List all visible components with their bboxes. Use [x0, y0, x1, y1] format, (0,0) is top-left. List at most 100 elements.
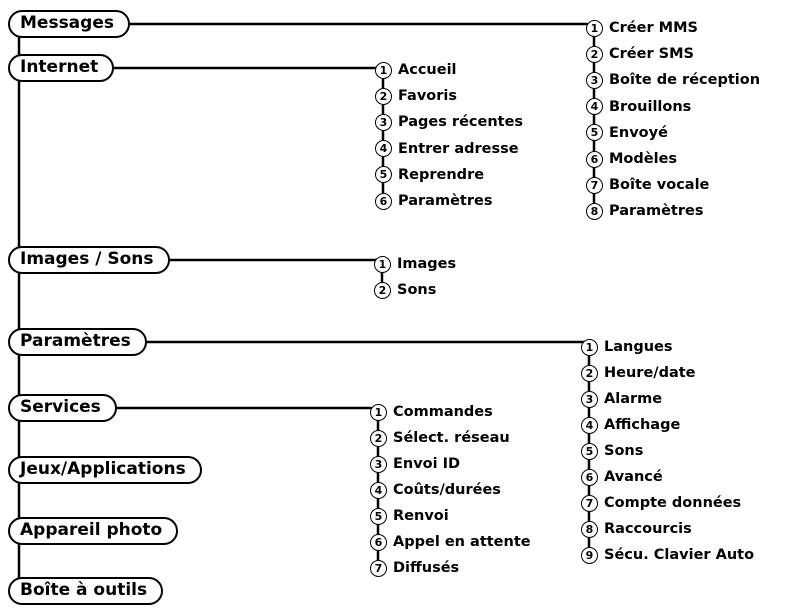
- menu-internet: Internet: [8, 54, 115, 82]
- item-number-badge: 2: [581, 364, 598, 382]
- submenu-item-label: Sécu. Clavier Auto: [604, 547, 755, 563]
- submenu-item-parametres-4: 4 Affichage: [581, 415, 680, 435]
- item-number-badge: 9: [581, 546, 598, 564]
- item-number-badge: 4: [370, 481, 387, 499]
- item-number-badge: 3: [581, 390, 598, 408]
- submenu-item-label: Pages récentes: [398, 114, 524, 131]
- submenu-item-parametres-6: 6 Avancé: [581, 467, 663, 487]
- submenu-item-label: Paramètres: [609, 203, 704, 220]
- item-number-badge: 1: [586, 19, 603, 37]
- item-number-badge: 1: [374, 255, 391, 273]
- submenu-item-services-1: 1 Commandes: [370, 402, 493, 422]
- submenu-item-services-4: 4 Coûts/durées: [370, 480, 501, 500]
- menu-images-sons: Images / Sons: [8, 246, 170, 274]
- submenu-item-internet-1: 1 Accueil: [375, 60, 457, 80]
- submenu-item-label: Raccourcis: [604, 521, 692, 537]
- submenu-item-internet-5: 5 Reprendre: [375, 165, 484, 185]
- submenu-item-label: Langues: [604, 339, 673, 355]
- submenu-item-label: Créer MMS: [609, 20, 698, 36]
- submenu-item-parametres-5: 5 Sons: [581, 441, 643, 461]
- item-number-badge: 7: [370, 559, 387, 577]
- submenu-item-label: Coûts/durées: [393, 482, 501, 498]
- submenu-item-internet-6: 6 Paramètres: [375, 191, 492, 211]
- item-number-badge: 5: [581, 442, 598, 460]
- menu-parametres: Paramètres: [8, 328, 147, 356]
- submenu-item-internet-4: 4 Entrer adresse: [375, 139, 519, 159]
- submenu-item-parametres-3: 3 Alarme: [581, 389, 662, 409]
- submenu-item-label: Reprendre: [398, 166, 485, 183]
- submenu-item-parametres-8: 8 Raccourcis: [581, 519, 692, 539]
- item-number-badge: 2: [374, 281, 391, 299]
- submenu-item-label: Accueil: [398, 62, 457, 78]
- item-number-badge: 5: [370, 507, 387, 525]
- menu-jeux-applications: Jeux/Applications: [8, 456, 202, 484]
- item-number-badge: 1: [581, 338, 598, 356]
- item-number-badge: 4: [586, 98, 603, 116]
- item-number-badge: 2: [586, 45, 603, 63]
- item-number-badge: 5: [375, 166, 392, 184]
- submenu-item-parametres-7: 7 Compte données: [581, 493, 741, 513]
- menu-appareil-photo: Appareil photo: [8, 517, 179, 545]
- submenu-item-label: Sons: [397, 282, 437, 299]
- submenu-item-services-6: 6 Appel en attente: [370, 532, 531, 552]
- item-number-badge: 8: [581, 520, 598, 538]
- submenu-item-parametres-2: 2 Heure/date: [581, 363, 696, 383]
- item-number-badge: 8: [586, 202, 603, 220]
- submenu-item-label: Brouillons: [609, 98, 692, 115]
- submenu-item-services-5: 5 Renvoi: [370, 506, 449, 526]
- item-number-badge: 1: [370, 403, 387, 421]
- item-number-badge: 2: [375, 87, 392, 105]
- submenu-item-messages-8: 8 Paramètres: [586, 201, 703, 221]
- item-number-badge: 1: [375, 61, 392, 79]
- item-number-badge: 3: [375, 113, 392, 131]
- submenu-item-label: Entrer adresse: [398, 140, 519, 157]
- menu-boite-a-outils: Boîte à outils: [8, 577, 164, 605]
- submenu-item-label: Affichage: [604, 417, 681, 433]
- menu-messages: Messages: [8, 10, 130, 38]
- submenu-item-parametres-1: 1 Langues: [581, 337, 673, 357]
- submenu-item-label: Paramètres: [398, 193, 493, 209]
- submenu-item-messages-1: 1 Créer MMS: [586, 18, 698, 38]
- item-number-badge: 3: [370, 455, 387, 473]
- item-number-badge: 6: [375, 192, 392, 210]
- submenu-item-label: Renvoi: [393, 508, 449, 524]
- submenu-item-label: Envoyé: [609, 124, 668, 141]
- submenu-item-messages-4: 4 Brouillons: [586, 97, 691, 117]
- submenu-item-label: Heure/date: [604, 365, 696, 381]
- menu-services: Services: [8, 394, 117, 422]
- submenu-item-label: Avancé: [604, 469, 663, 485]
- item-number-badge: 7: [586, 176, 603, 194]
- submenu-item-label: Commandes: [393, 404, 493, 420]
- submenu-item-label: Diffusés: [393, 560, 460, 576]
- submenu-item-label: Boîte vocale: [609, 177, 710, 194]
- submenu-item-messages-2: 2 Créer SMS: [586, 44, 694, 64]
- submenu-item-messages-7: 7 Boîte vocale: [586, 175, 709, 195]
- submenu-item-services-3: 3 Envoi ID: [370, 454, 460, 474]
- item-number-badge: 4: [581, 416, 598, 434]
- item-number-badge: 7: [581, 494, 598, 512]
- submenu-item-label: Alarme: [604, 391, 663, 407]
- submenu-item-parametres-9: 9 Sécu. Clavier Auto: [581, 545, 754, 565]
- submenu-item-label: Sélect. réseau: [393, 430, 510, 446]
- submenu-item-images-sons-2: 2 Sons: [374, 280, 436, 300]
- submenu-item-services-2: 2 Sélect. réseau: [370, 428, 510, 448]
- item-number-badge: 6: [581, 468, 598, 486]
- submenu-item-label: Boîte de réception: [609, 72, 761, 89]
- submenu-item-label: Sons: [604, 443, 644, 459]
- submenu-item-label: Compte données: [604, 495, 742, 511]
- item-number-badge: 6: [586, 150, 603, 168]
- submenu-item-services-7: 7 Diffusés: [370, 558, 459, 578]
- submenu-item-label: Créer SMS: [609, 46, 694, 63]
- item-number-badge: 6: [370, 533, 387, 551]
- item-number-badge: 4: [375, 140, 392, 158]
- submenu-item-label: Envoi ID: [393, 456, 461, 472]
- submenu-item-label: Appel en attente: [393, 534, 531, 550]
- submenu-item-internet-3: 3 Pages récentes: [375, 112, 523, 132]
- item-number-badge: 3: [586, 71, 603, 89]
- item-number-badge: 2: [370, 429, 387, 447]
